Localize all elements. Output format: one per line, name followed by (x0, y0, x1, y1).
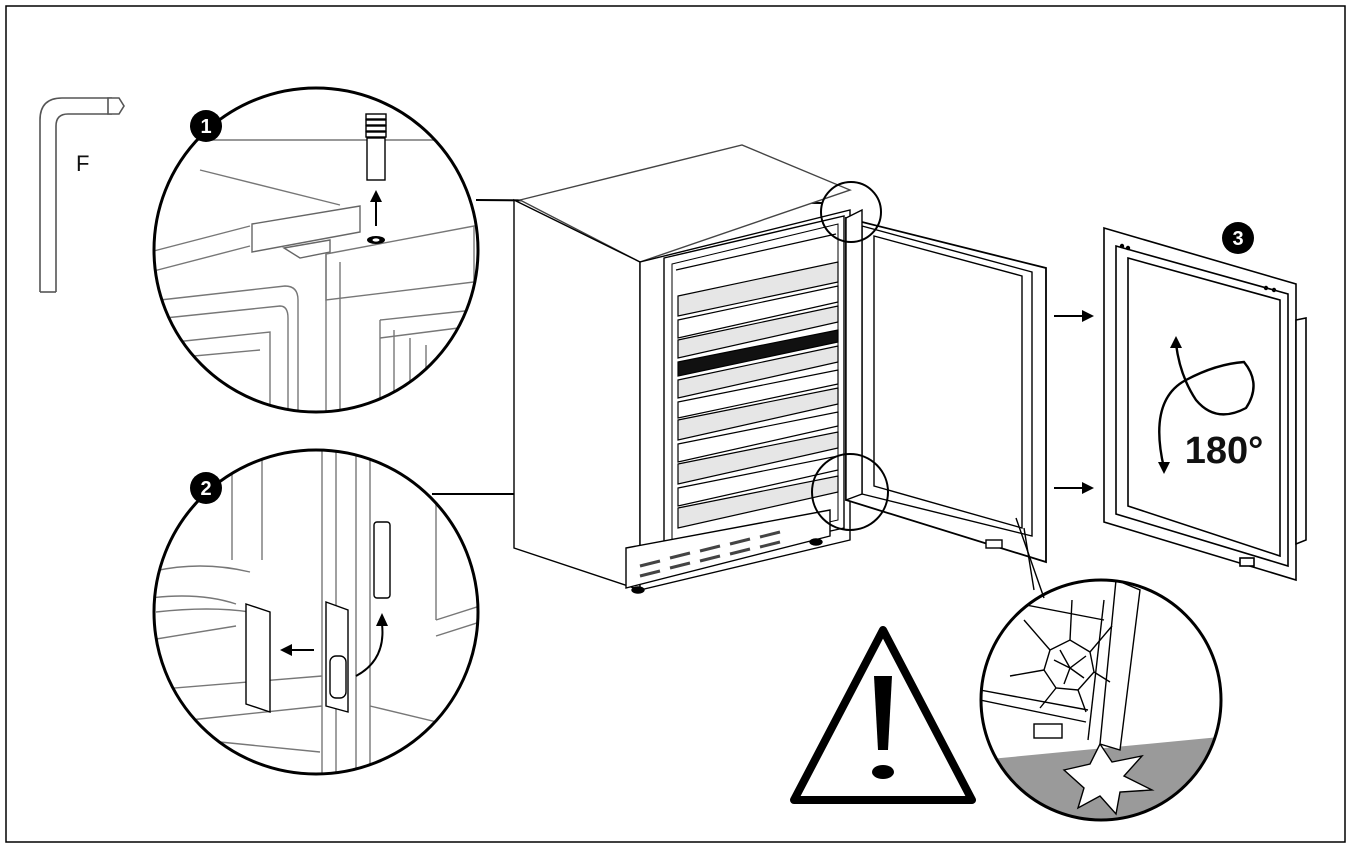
lift-arrow-icon (370, 190, 382, 226)
impact-burst-icon (1062, 742, 1155, 816)
step-1-badge: 1 (190, 110, 222, 142)
top-hinge-highlight (820, 181, 882, 243)
rotate-180-icon (1158, 336, 1255, 474)
wine-shelves (675, 233, 839, 529)
hinge-pin-icon (365, 113, 387, 181)
tool-label: F (76, 151, 89, 176)
step-2-number: 2 (200, 478, 211, 500)
zoom-circle-bottom-hinge (152, 448, 480, 776)
bottom-hinge-highlight (811, 453, 889, 531)
step-1-number: 1 (200, 116, 211, 138)
wine-cooler (513, 144, 1047, 599)
rotation-label: 180° (1185, 430, 1264, 472)
hex-key-icon (39, 97, 125, 293)
move-arrow-icon (1054, 310, 1094, 494)
curved-arrow-icon (355, 613, 388, 677)
step-3-number: 3 (1232, 228, 1243, 250)
zoom-circle-glass-damage (979, 578, 1223, 822)
exclamation-triangle-icon (790, 626, 976, 804)
step-2-badge: 2 (190, 472, 222, 504)
step-3-badge: 3 (1222, 222, 1254, 254)
hinge-plate-icon (245, 521, 391, 713)
flipped-door (1103, 226, 1307, 582)
glass-crack-icon (1009, 599, 1113, 713)
vent-grille (639, 530, 781, 578)
diagram-border (5, 5, 1346, 843)
remove-arrow-icon (280, 644, 314, 656)
